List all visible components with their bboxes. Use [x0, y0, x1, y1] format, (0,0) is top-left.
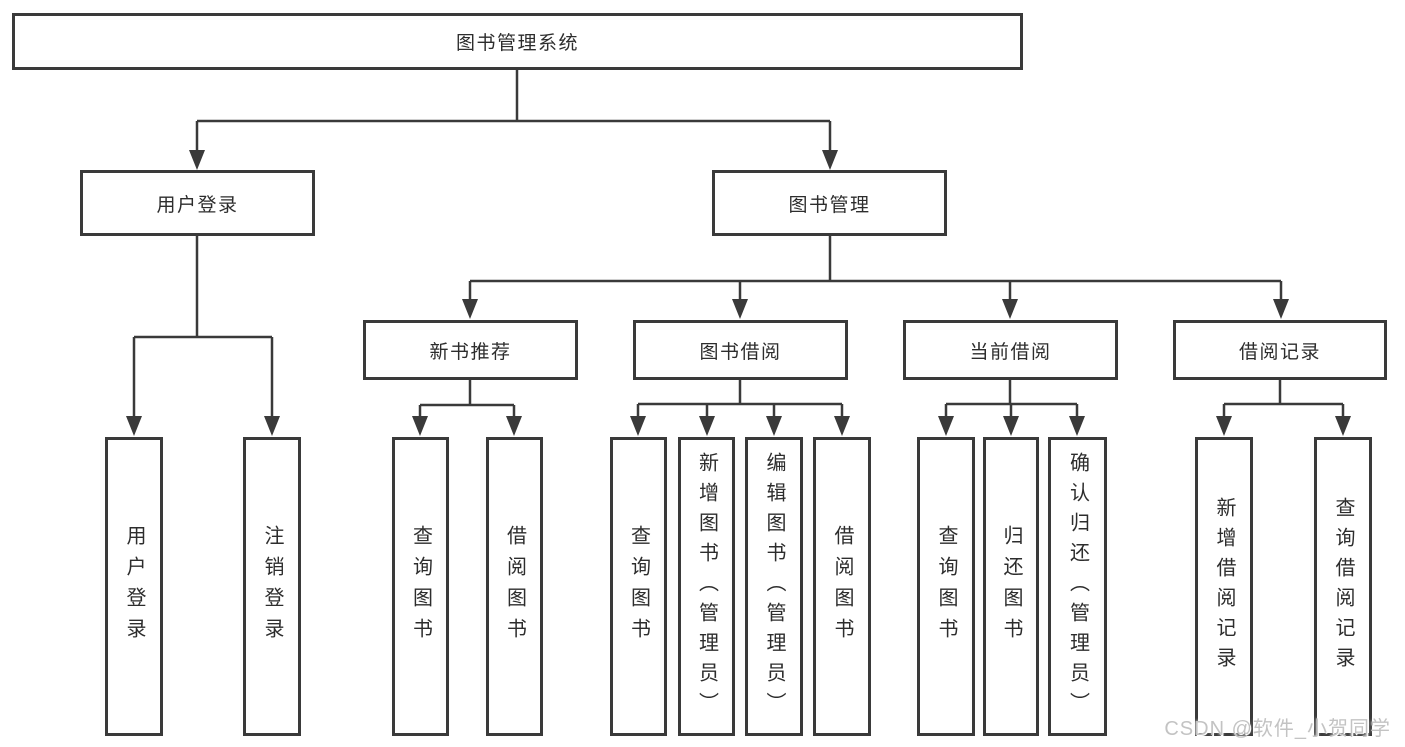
leaf-edit-books-admin: 编辑图书（管理员）	[745, 437, 803, 736]
node-library-management-system: 图书管理系统	[12, 13, 1023, 70]
leaf-label: 归还图书	[1000, 524, 1022, 649]
leaf-query-books-borrowing: 查询图书	[610, 437, 667, 736]
node-user-login: 用户登录	[80, 170, 315, 236]
node-label: 当前借阅	[969, 341, 1052, 363]
node-label: 借阅记录	[1238, 341, 1321, 363]
leaf-query-borrow-record: 查询借阅记录	[1314, 437, 1372, 736]
node-label: 新书推荐	[429, 341, 512, 363]
leaf-label: 查询借阅记录	[1332, 496, 1354, 677]
leaf-label: 新增借阅记录	[1213, 496, 1235, 677]
leaf-label: 编辑图书（管理员）	[763, 451, 785, 722]
leaf-confirm-return-admin: 确认归还（管理员）	[1048, 437, 1107, 736]
leaf-logout: 注销登录	[243, 437, 301, 736]
leaf-label: 注销登录	[261, 524, 283, 649]
leaf-add-borrow-record: 新增借阅记录	[1195, 437, 1253, 736]
leaf-add-books-admin: 新增图书（管理员）	[678, 437, 735, 736]
leaf-label: 新增图书（管理员）	[695, 451, 718, 722]
leaf-label: 借阅图书	[503, 524, 526, 649]
leaf-label: 用户登录	[123, 524, 145, 649]
node-book-borrowing: 图书借阅	[633, 320, 848, 380]
node-label: 图书借阅	[699, 341, 782, 363]
node-label: 图书管理	[788, 194, 871, 216]
node-borrowing-records: 借阅记录	[1173, 320, 1387, 380]
node-book-management: 图书管理	[712, 170, 947, 236]
leaf-user-login: 用户登录	[105, 437, 163, 736]
leaf-query-books-recommend: 查询图书	[392, 437, 449, 736]
leaf-label: 查询图书	[409, 524, 432, 649]
leaf-return-books: 归还图书	[983, 437, 1039, 736]
leaf-query-books-current: 查询图书	[917, 437, 975, 736]
leaf-label: 查询图书	[627, 524, 650, 649]
leaf-label: 确认归还（管理员）	[1066, 451, 1089, 722]
node-label: 用户登录	[156, 194, 239, 216]
leaf-borrow-books-borrowing: 借阅图书	[813, 437, 871, 736]
node-current-borrowing: 当前借阅	[903, 320, 1118, 380]
node-label: 图书管理系统	[455, 33, 579, 54]
leaf-label: 借阅图书	[831, 524, 853, 649]
node-new-book-recommendation: 新书推荐	[363, 320, 578, 380]
csdn-watermark: CSDN @软件_小贺同学	[1164, 718, 1391, 740]
leaf-borrow-books-recommend: 借阅图书	[486, 437, 543, 736]
leaf-label: 查询图书	[935, 524, 957, 649]
connector-line	[132, 70, 1345, 418]
